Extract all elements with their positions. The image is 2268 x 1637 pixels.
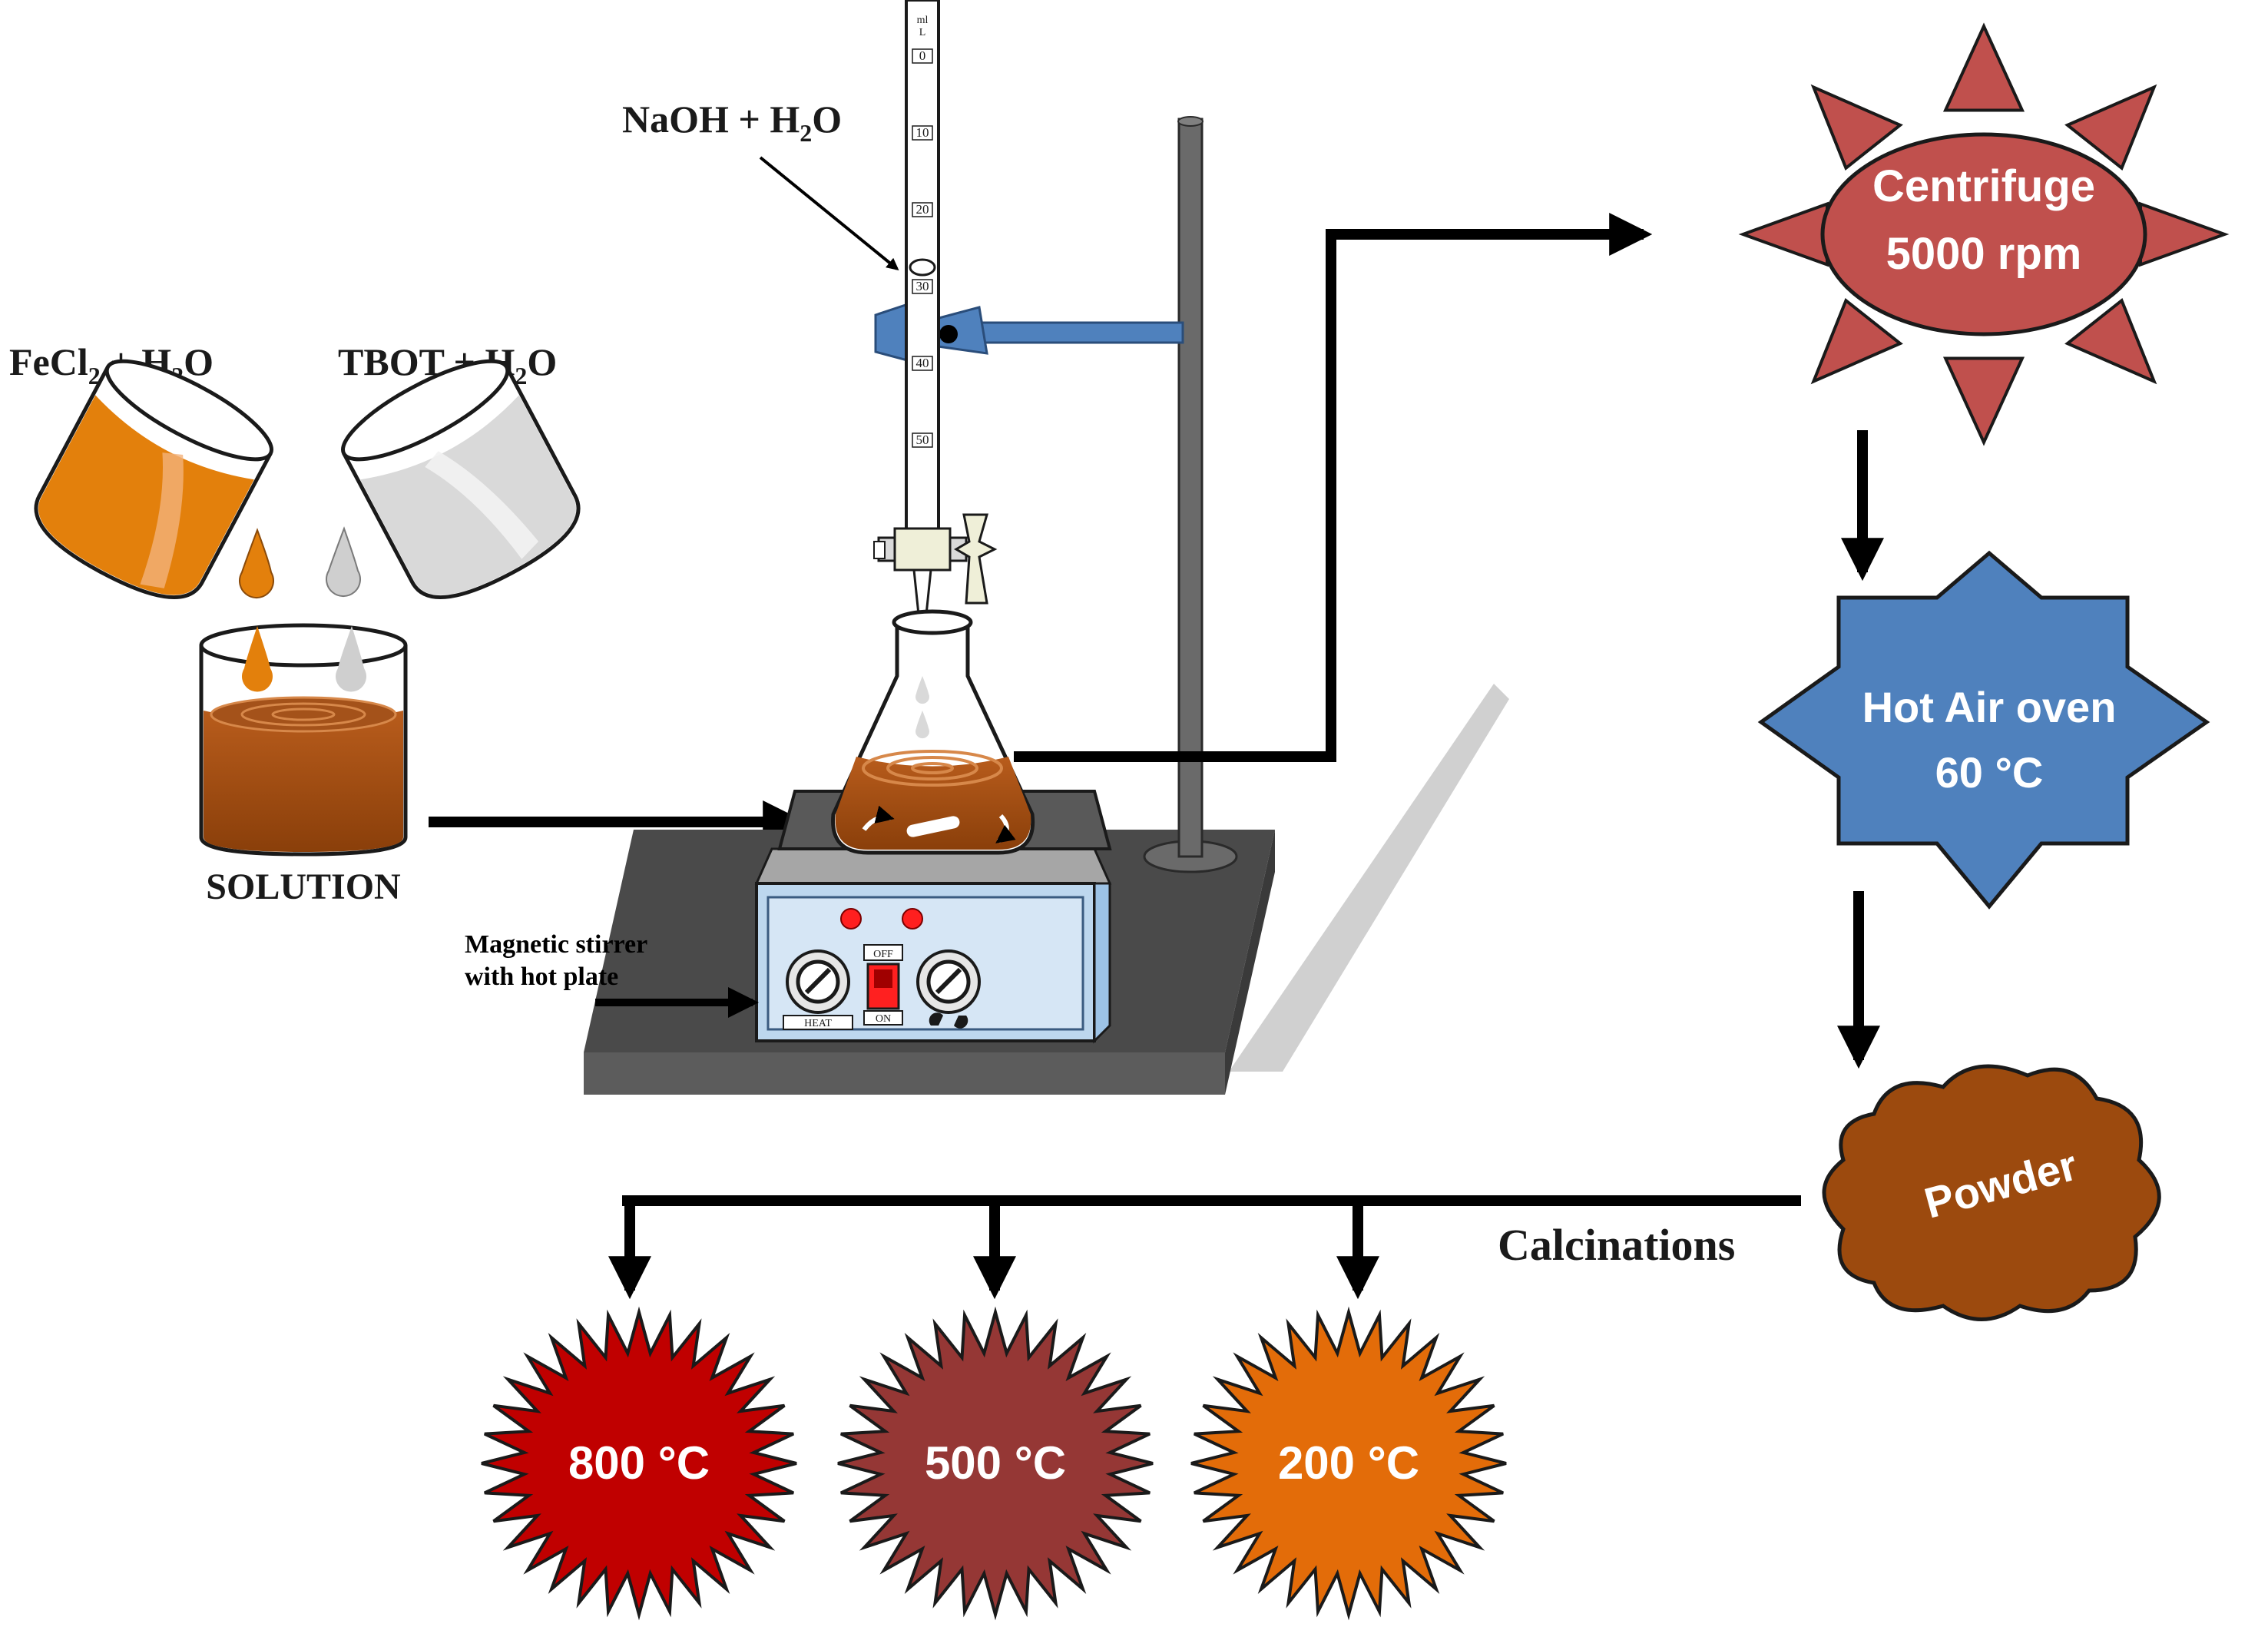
calcination-burst: 200 °C <box>1190 1306 1507 1621</box>
oven-temp: 60 °C <box>1935 748 2044 797</box>
solution-beaker <box>199 623 408 857</box>
centrifuge-rays <box>1738 22 2230 446</box>
heat-knob[interactable] <box>786 949 850 1014</box>
oven-title: Hot Air oven <box>1862 683 2117 731</box>
fecl2-drop <box>239 528 274 599</box>
centrifuge-speed: 5000 rpm <box>1886 229 2082 279</box>
burette-tick-box <box>912 202 933 217</box>
tbot-drop <box>326 526 361 598</box>
calcinations-label: Calcinations <box>1498 1220 1735 1270</box>
indicator-light-left <box>840 908 862 930</box>
burette-tick-label: 0 <box>919 48 926 63</box>
burette: ml L 0 10 20 30 40 50 <box>873 0 998 616</box>
rod-cap <box>1177 116 1204 127</box>
burette-tick-box <box>912 279 933 294</box>
burette-tick-label: 30 <box>916 279 929 293</box>
calcination-burst-shape <box>481 1306 797 1621</box>
stirrer-label-line1: Magnetic stirrer <box>465 930 647 959</box>
stir-knob[interactable] <box>916 949 981 1014</box>
switch-on-label: ON <box>876 1013 891 1025</box>
switch-off-label: OFF <box>873 949 893 960</box>
stand-base-front <box>584 1052 1225 1095</box>
centrifuge-ray <box>2138 201 2230 267</box>
burette-tick-box <box>912 125 933 141</box>
burette-unit-bottom: L <box>919 27 926 38</box>
heat-label: HEAT <box>804 1018 832 1029</box>
stirrer-label-line2: with hot plate <box>465 963 618 991</box>
calcination-burst-shape <box>837 1306 1154 1621</box>
calcination-temp-label: 200 °C <box>1278 1437 1419 1489</box>
solution-label: SOLUTION <box>206 867 401 907</box>
calcination-burst: 800 °C <box>481 1306 797 1621</box>
centrifuge-step: Centrifuge 5000 rpm <box>1738 22 2230 446</box>
burette-tick-label: 50 <box>916 432 929 447</box>
burette-tick-label: 40 <box>916 356 929 370</box>
clamp-arm <box>951 321 1184 344</box>
flask-to-centrifuge-arrow <box>1014 213 1653 762</box>
centrifuge-title: Centrifuge <box>1872 161 2095 211</box>
centrifuge-ray <box>2064 84 2157 171</box>
centrifuge-ray <box>1810 84 1903 171</box>
calcination-burst: 500 °C <box>837 1306 1154 1621</box>
burette-tick-label: 20 <box>916 202 929 217</box>
naoh-label: NaOH + H2O <box>622 98 842 147</box>
stand-rod <box>1177 118 1204 858</box>
centrifuge-ray <box>1810 298 1903 385</box>
burette-tick-box <box>912 48 933 64</box>
hot-air-oven-step: Hot Air oven 60 °C <box>1757 550 2210 910</box>
naoh-pointer-arrow <box>759 156 899 271</box>
powder-step: Powder <box>1822 1064 2161 1321</box>
stir-bar <box>906 816 960 837</box>
burette-tick-box <box>912 356 933 371</box>
burette-ticks: 0 10 20 30 40 50 <box>912 48 933 448</box>
stopcock-handle <box>954 513 998 605</box>
stand-base-side <box>1225 830 1275 1095</box>
tbot-beaker <box>341 359 581 599</box>
clamp-screw <box>939 325 958 343</box>
erlenmeyer-flask <box>831 609 1035 855</box>
fecl2-beaker <box>34 359 273 599</box>
stir-direction-icon <box>929 1012 968 1029</box>
calcination-burst-shape <box>1190 1306 1507 1621</box>
indicator-light-right <box>902 908 923 930</box>
calcination-temp-label: 500 °C <box>925 1437 1066 1489</box>
centrifuge-ray <box>1942 22 2025 112</box>
burette-tick-box <box>912 432 933 448</box>
calcination-temp-label: 800 °C <box>568 1437 710 1489</box>
centrifuge-ray <box>2064 298 2157 385</box>
centrifuge-ray <box>1738 201 1829 267</box>
burette-tick-label: 10 <box>916 125 929 140</box>
stand-shadow <box>1229 684 1509 1072</box>
calcination-temperatures: 800 °C 500 °C 200 °C <box>481 1306 1507 1621</box>
burette-unit-top: ml <box>917 15 929 26</box>
centrifuge-ray <box>1942 356 2025 446</box>
